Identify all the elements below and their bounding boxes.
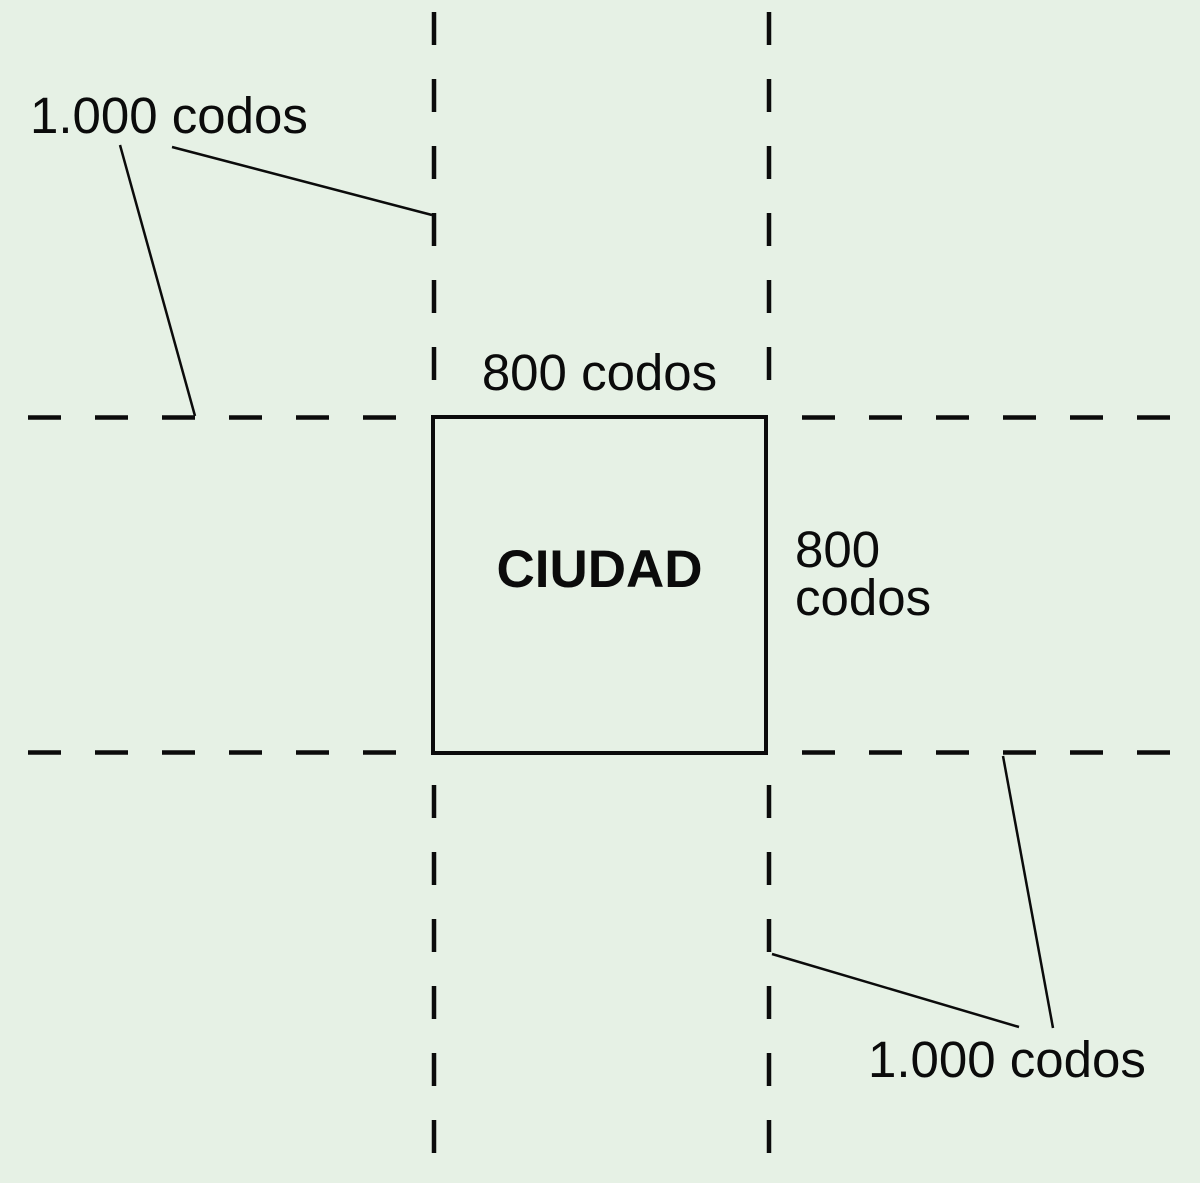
leader-top-left-to-bottom	[118, 144, 197, 417]
city-square	[431, 415, 768, 755]
city-width-label: 800 codos	[481, 344, 718, 401]
pasture-measure-label-top-left: 1.000 codos	[30, 87, 308, 144]
leader-bottom-right-from-left	[771, 952, 1020, 1029]
city-name-label: CIUDAD	[496, 540, 703, 599]
leader-top-left-to-right	[171, 145, 433, 217]
pasture-measure-label-bottom-right: 1.000 codos	[868, 1031, 1146, 1088]
leader-bottom-right-from-top	[1001, 755, 1055, 1029]
city-depth-label: 800 codos	[795, 521, 932, 626]
